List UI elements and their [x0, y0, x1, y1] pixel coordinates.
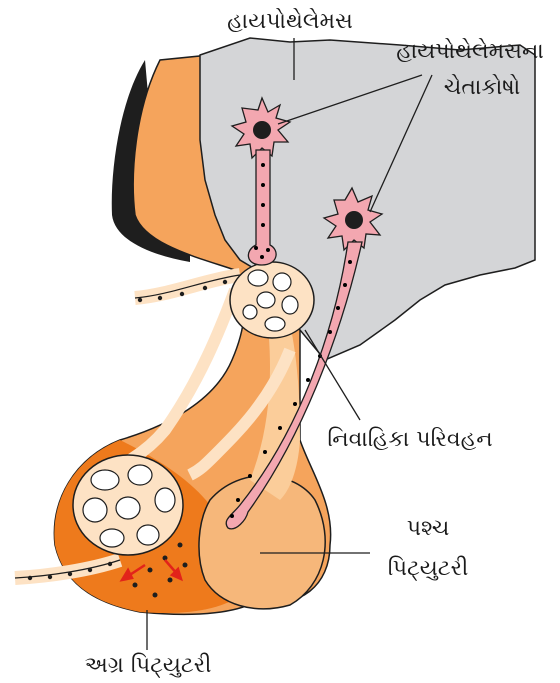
- label-hypothalamus: હાયપોથેલેમસ: [227, 8, 353, 34]
- capillary-plexus-bottom: [73, 455, 183, 555]
- label-portal-transport: નિવાહિકા પરિવહન: [327, 427, 492, 452]
- label-neurons-line1: હાયપોથેલેમસના: [396, 38, 543, 64]
- label-anterior-pituitary: અગ્ર પિટ્યુટરી: [85, 653, 212, 678]
- label-neurons-line2: ચેતાકોષો: [444, 74, 520, 100]
- label-posterior-line2: પિટ્યુટરી: [388, 556, 469, 581]
- capillary-plexus-top: [230, 262, 314, 338]
- label-posterior-line1: પશ્ચ: [407, 516, 450, 541]
- posterior-lobe: [199, 476, 325, 609]
